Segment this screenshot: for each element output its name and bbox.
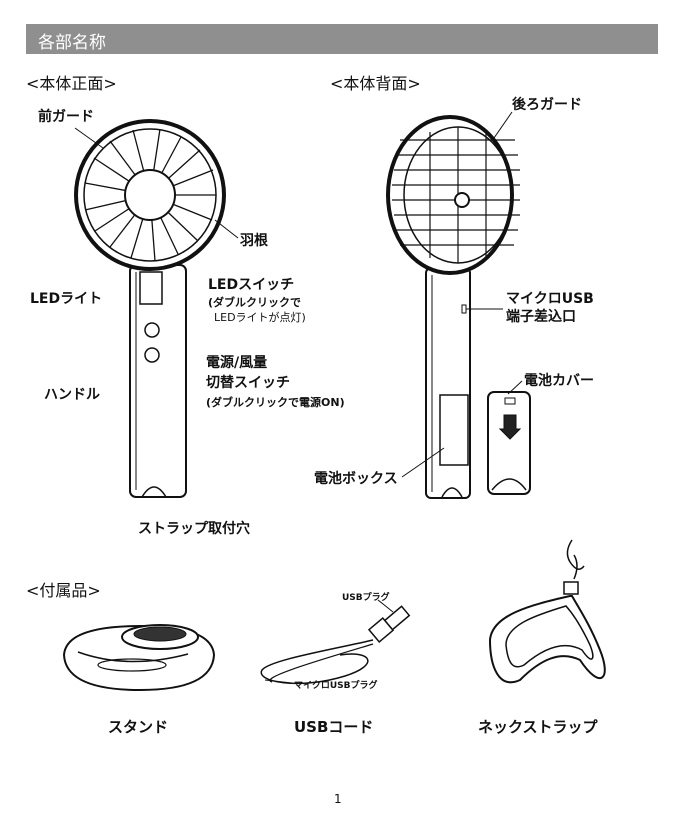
power-switch-label-1: 電源/風量 [206,354,267,372]
front-guard-label: 前ガード [38,108,94,126]
led-switch-note-2: LEDライトが点灯) [214,311,306,325]
accessories-label: <付属品> [26,577,101,601]
front-fan-illustration [76,121,224,497]
handle-label: ハンドル [44,386,100,404]
usb-cord-caption: USBコード [294,716,373,737]
strap-hole-label: ストラップ取付穴 [138,520,250,538]
stand-illustration [64,625,214,690]
led-switch-label: LEDスイッチ [208,276,294,294]
led-switch-note-1: (ダブルクリックで [208,296,301,310]
power-switch-note: (ダブルクリックで電源ON) [206,396,345,410]
led-light-label: LEDライト [30,290,102,308]
usb-port-label-1: マイクロUSB [506,290,594,308]
blades-label: 羽根 [240,232,268,250]
page-number: 1 [334,792,342,806]
battery-box-label: 電池ボックス [314,470,398,488]
power-switch-label-2: 切替スイッチ [206,374,290,392]
micro-usb-plug-label: マイクロUSBプラグ [294,678,377,691]
front-view-label: <本体正面> [26,70,117,94]
rear-guard-label: 後ろガード [512,96,582,114]
usb-cord-illustration [261,600,409,683]
back-view-label: <本体背面> [330,70,421,94]
usb-plug-label: USBプラグ [342,590,390,603]
neck-strap-caption: ネックストラップ [478,716,598,737]
neck-strap-illustration [490,540,605,682]
battery-cover-label: 電池カバー [524,372,594,390]
stand-caption: スタンド [108,716,168,737]
usb-port-label-2: 端子差込口 [506,308,576,326]
